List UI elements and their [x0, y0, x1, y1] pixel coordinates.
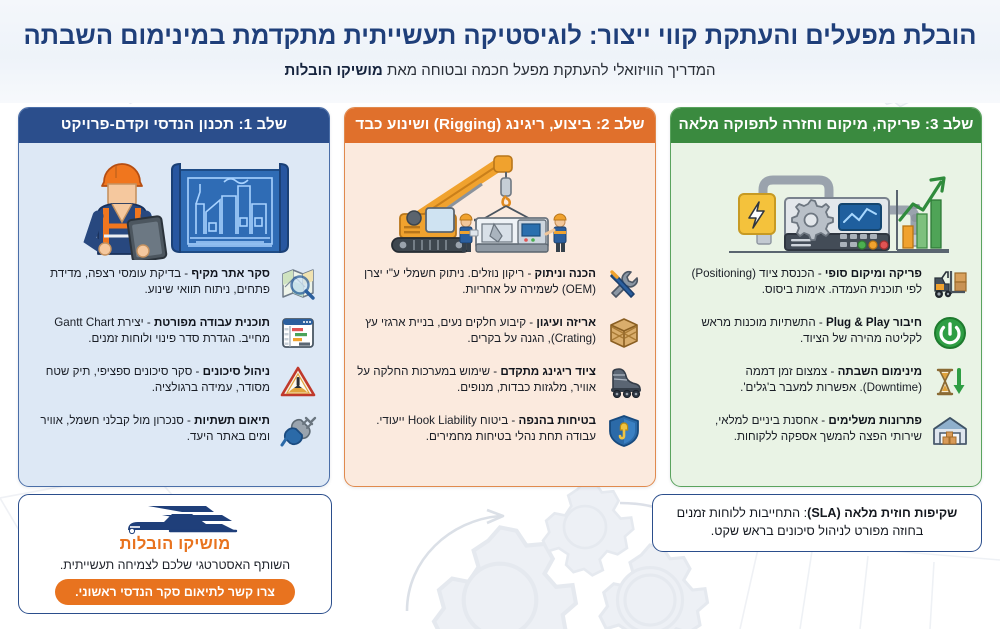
- page-header: הובלת מפעלים והעתקת קווי ייצור: לוגיסטיק…: [0, 0, 1000, 103]
- stage-columns: שלב 3: פריקה, מיקום וחזרה לתפוקה מלאה: [0, 107, 1000, 487]
- list-item-text: פריקה ומיקום סופי - הכנסת ציוד (Position…: [683, 265, 922, 298]
- list-item[interactable]: סקר אתר מקיף - בדיקת עומסי רצפה, מדידת פ…: [31, 265, 317, 303]
- list-item[interactable]: תיאום תשתיות - סנכרון מול קבלני חשמל, או…: [31, 412, 317, 450]
- list-item-rest: - הכנסת ציוד (Positioning) לפי תוכנית הע…: [691, 267, 922, 297]
- list-item-bold: בטיחות בהנפה: [518, 414, 596, 428]
- machine-with-growth-chart-illustration: [671, 143, 981, 261]
- page-title: הובלת מפעלים והעתקת קווי ייצור: לוגיסטיק…: [23, 22, 977, 50]
- list-item-rest: - בדיקת עומסי רצפה, מדידת פתחים, ניתוח ת…: [50, 267, 270, 297]
- list-item-rest: - אחסנת ביניים למלאי, שירותי הפצה להמשך …: [715, 414, 922, 444]
- list-item[interactable]: תוכנית עבודה מפורטת - יצירת Gantt Chart …: [31, 314, 317, 352]
- list-item-text: חיבור Plug & Play - התשתיות מוכנות מראש …: [683, 314, 922, 347]
- list-item[interactable]: אריזה ועיגון - קיבוע חלקים נעים, בניית א…: [357, 314, 643, 352]
- subtitle-prefix: המדריך הוויזואלי להעתקת מפעל חכמה ובטוחה…: [382, 62, 716, 80]
- list-item-bold: הכנה וניתוק: [534, 267, 596, 281]
- list-item-text: מינימום השבתה - צמצום זמן דממה (Downtime…: [683, 363, 922, 396]
- wooden-crate-icon: [605, 314, 643, 352]
- list-item-text: בטיחות בהנפה - ביטוח Hook Liability ייעו…: [357, 412, 596, 445]
- roller-skate-icon: [605, 363, 643, 401]
- brand-tagline: השותף האסטרטגי שלכם לצמיחה תעשייתית.: [59, 558, 291, 572]
- list-item-bold: חיבור Plug & Play: [825, 316, 922, 330]
- list-item-text: ציוד ריגינג מתקדם - שימוש במערכות החלקה …: [357, 363, 596, 396]
- card-stage3: שלב 3: פריקה, מיקום וחזרה לתפוקה מלאה: [670, 107, 982, 487]
- list-item-bold: תוכנית עבודה מפורטת: [153, 316, 270, 330]
- list-item-bold: ניהול סיכונים: [202, 365, 270, 379]
- list-item-text: הכנה וניתוק - ריקון נוזלים. ניתוק חשמלי …: [357, 265, 596, 298]
- engineer-with-tablet-and-factory-blueprint-illustration: [19, 143, 329, 261]
- card-stage1-list: סקר אתר מקיף - בדיקת עומסי רצפה, מדידת פ…: [19, 261, 329, 486]
- list-item-text: ניהול סיכונים - סקר סיכונים ספציפי, תיק …: [31, 363, 270, 396]
- list-item-rest: - שימוש במערכות החלקה על אוויר, מלגזות כ…: [357, 365, 596, 395]
- list-item-bold: פריקה ומיקום סופי: [824, 267, 922, 281]
- column-stage1: שלב 1: תכנון הנדסי וקדם-פרויקט: [18, 107, 330, 487]
- list-item-text: תוכנית עבודה מפורטת - יצירת Gantt Chart …: [31, 314, 270, 347]
- list-item-bold: תיאום תשתיות: [194, 414, 270, 428]
- list-item-bold: סקר אתר מקיף: [191, 267, 270, 281]
- list-item-text: פתרונות משלימים - אחסנת ביניים למלאי, שי…: [683, 412, 922, 445]
- card-stage2-list: הכנה וניתוק - ריקון נוזלים. ניתוק חשמלי …: [345, 261, 655, 486]
- brand-name: מושיקו הובלות: [119, 535, 231, 553]
- list-item-rest: - יצירת Gantt Chart מחייב. הגדרת סדר פינ…: [54, 316, 270, 346]
- list-item[interactable]: פריקה ומיקום סופי - הכנסת ציוד (Position…: [683, 265, 969, 303]
- list-item[interactable]: פתרונות משלימים - אחסנת ביניים למלאי, שי…: [683, 412, 969, 450]
- bottom-section: מושיקו הובלות השותף האסטרטגי שלכם לצמיחה…: [0, 492, 1000, 629]
- list-item-text: סקר אתר מקיף - בדיקת עומסי רצפה, מדידת פ…: [31, 265, 270, 298]
- page-subtitle: המדריך הוויזואלי להעתקת מפעל חכמה ובטוחה…: [0, 51, 1000, 79]
- wrench-screwdriver-icon: [605, 265, 643, 303]
- warehouse-icon: [931, 412, 969, 450]
- list-item-rest: - ריקון נוזלים. ניתוק חשמלי ע"י יצרן (OE…: [364, 267, 596, 297]
- power-button-icon: [931, 314, 969, 352]
- list-item-rest: - צמצום זמן דממה (Downtime). אפשרות למעב…: [740, 365, 922, 395]
- list-item[interactable]: מינימום השבתה - צמצום זמן דממה (Downtime…: [683, 363, 969, 401]
- contact-cta-button[interactable]: צרו קשר לתיאום סקר הנדסי ראשוני.: [55, 579, 295, 605]
- list-item[interactable]: ציוד ריגינג מתקדם - שימוש במערכות החלקה …: [357, 363, 643, 401]
- risk-warning-icon: [279, 363, 317, 401]
- brand-logo-box: מושיקו הובלות השותף האסטרטגי שלכם לצמיחה…: [18, 494, 332, 614]
- list-item-rest: - סקר סיכונים ספציפי, תיק שטח מסודר, עמי…: [45, 365, 270, 395]
- card-stage3-header: שלב 3: פריקה, מיקום וחזרה לתפוקה מלאה: [671, 108, 981, 144]
- list-item-text: אריזה ועיגון - קיבוע חלקים נעים, בניית א…: [357, 314, 596, 347]
- sla-note-bold: שקיפות חוזית מלאה (SLA): [807, 506, 958, 521]
- map-magnifier-icon: [279, 265, 317, 303]
- list-item[interactable]: ניהול סיכונים - סקר סיכונים ספציפי, תיק …: [31, 363, 317, 401]
- list-item-bold: אריזה ועיגון: [536, 316, 596, 330]
- list-item-text: תיאום תשתיות - סנכרון מול קבלני חשמל, או…: [31, 412, 270, 445]
- list-item-bold: ציוד ריגינג מתקדם: [500, 365, 596, 379]
- power-plug-icon: [279, 412, 317, 450]
- card-stage1-header: שלב 1: תכנון הנדסי וקדם-פרויקט: [19, 108, 329, 144]
- winged-truck-logo-icon: [110, 500, 240, 538]
- card-stage2-header: שלב 2: ביצוע, ריגינג (Rigging) ושינוע כב…: [345, 108, 655, 144]
- list-item-rest: - התשתיות מוכנות מראש לקליטה מהירה של הצ…: [701, 316, 922, 346]
- list-item-bold: מינימום השבתה: [837, 365, 922, 379]
- gantt-chart-icon: [279, 314, 317, 352]
- column-stage2: שלב 2: ביצוע, ריגינג (Rigging) ושינוע כב…: [344, 107, 656, 487]
- list-item-rest: - קיבוע חלקים נעים, בניית ארגזי עץ (Crat…: [365, 316, 596, 346]
- sla-note-rest: : התחייבות ללוחות זמנים בחוזה מפורט לניה…: [676, 506, 924, 538]
- subtitle-brand: מושיקו הובלות: [284, 62, 383, 80]
- list-item[interactable]: הכנה וניתוק - ריקון נוזלים. ניתוק חשמלי …: [357, 265, 643, 303]
- list-item[interactable]: בטיחות בהנפה - ביטוח Hook Liability ייעו…: [357, 412, 643, 450]
- crawler-crane-lifting-cnc-machine-illustration: [345, 143, 655, 261]
- sla-note-box: שקיפות חוזית מלאה (SLA): התחייבות ללוחות…: [652, 494, 982, 552]
- forklift-icon: [931, 265, 969, 303]
- list-item-rest: - ביטוח Hook Liability ייעודי. עבודה תחת…: [376, 414, 596, 444]
- card-stage1: שלב 1: תכנון הנדסי וקדם-פרויקט: [18, 107, 330, 487]
- list-item[interactable]: חיבור Plug & Play - התשתיות מוכנות מראש …: [683, 314, 969, 352]
- column-stage3: שלב 3: פריקה, מיקום וחזרה לתפוקה מלאה: [670, 107, 982, 487]
- hourglass-down-arrow-icon: [931, 363, 969, 401]
- card-stage3-list: פריקה ומיקום סופי - הכנסת ציוד (Position…: [671, 261, 981, 486]
- card-stage2: שלב 2: ביצוע, ריגינג (Rigging) ושינוע כב…: [344, 107, 656, 487]
- list-item-rest: - סנכרון מול קבלני חשמל, אוויר ומים באתר…: [40, 414, 270, 444]
- shield-hook-icon: [605, 412, 643, 450]
- list-item-bold: פתרונות משלימים: [828, 414, 922, 428]
- sla-note-text: שקיפות חוזית מלאה (SLA): התחייבות ללוחות…: [666, 505, 968, 540]
